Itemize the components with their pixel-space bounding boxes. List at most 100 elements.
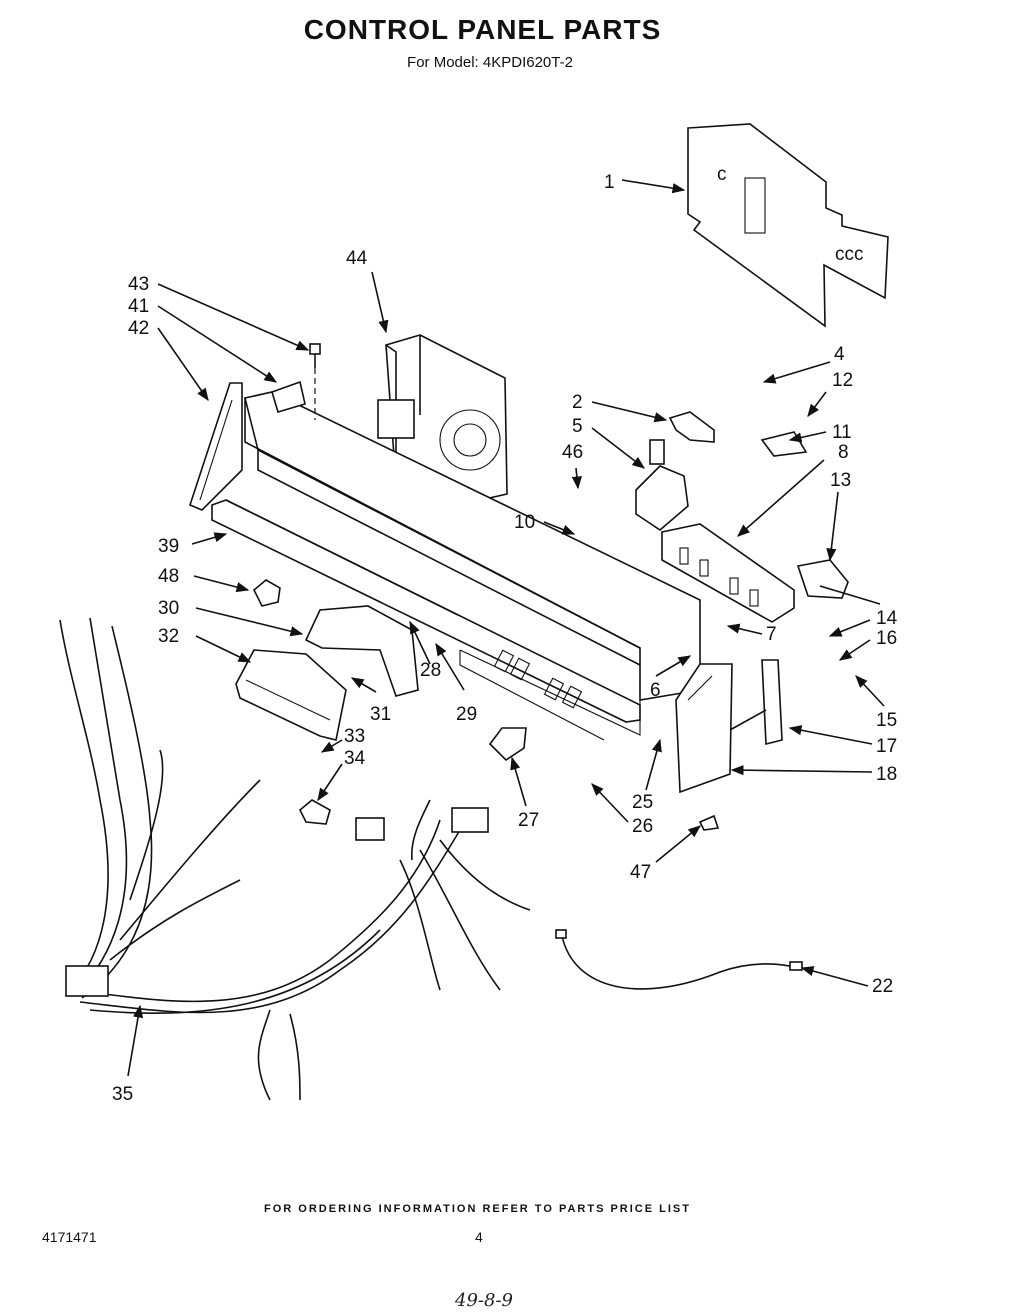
leader-18	[730, 765, 873, 776]
part-35-wiring-harness	[59, 617, 531, 1101]
callout-4: 4	[834, 344, 845, 365]
callout-35: 35	[112, 1084, 133, 1105]
callout-14: 14	[876, 608, 898, 629]
leader-42	[157, 327, 209, 402]
leader-44	[371, 271, 389, 334]
part-8-switch-housing	[661, 523, 795, 623]
part-42-left-end-cap	[189, 382, 243, 511]
leader-27	[510, 756, 527, 807]
callout-8: 8	[838, 442, 849, 463]
leader-15	[855, 675, 885, 707]
leader-34	[317, 763, 343, 802]
leader-5	[591, 427, 646, 469]
part-1-cover-plate: c ccc	[687, 123, 889, 328]
callout-13: 13	[830, 470, 851, 491]
callout-25: 25	[632, 792, 653, 813]
part-41-bracket	[271, 380, 306, 413]
callout-11: 11	[832, 422, 852, 443]
part-2-clip	[668, 411, 715, 443]
part-43-screw	[309, 343, 321, 420]
leader-43	[157, 283, 310, 351]
leader-2	[591, 401, 668, 423]
callout-31: 31	[370, 704, 391, 725]
leader-13	[826, 491, 839, 562]
leader-25	[645, 738, 662, 791]
part-47-clip	[698, 814, 720, 831]
part-30-arch-bracket	[304, 605, 419, 697]
callout-27: 27	[518, 810, 539, 831]
callout-43: 43	[128, 274, 149, 295]
page-number: 4	[475, 1229, 483, 1245]
callout-5: 5	[572, 416, 583, 437]
leader-28	[409, 620, 431, 665]
part-console-panel	[211, 391, 701, 741]
part-17-mounting-bracket	[729, 659, 783, 746]
part-22-wire	[555, 929, 803, 990]
leader-33	[320, 739, 343, 753]
callout-47: 47	[630, 862, 651, 883]
leader-17	[788, 725, 873, 745]
part-48-knob	[253, 579, 281, 607]
leader-32	[195, 635, 252, 663]
callout-30: 30	[158, 598, 179, 619]
leader-1	[621, 179, 686, 194]
callout-2: 2	[572, 392, 583, 413]
leader-7	[726, 623, 763, 635]
callout-42: 42	[128, 318, 149, 339]
leader-14	[828, 619, 871, 637]
leader-30	[195, 607, 304, 637]
callout-15: 15	[876, 710, 897, 731]
callout-18: 18	[876, 764, 897, 785]
leader-22	[800, 966, 869, 987]
part-5-connector	[635, 439, 689, 532]
callout-22: 22	[872, 976, 893, 997]
leader-lines	[127, 179, 885, 1077]
callout-48: 48	[158, 566, 179, 587]
callout-41: 41	[128, 296, 149, 317]
callout-7: 7	[766, 624, 777, 645]
callout-29: 29	[456, 704, 477, 725]
leader-47	[655, 825, 701, 863]
leader-48	[193, 575, 250, 593]
leader-4	[762, 361, 831, 384]
callout-10: 10	[514, 512, 535, 533]
handwritten-mark: 49-8-9	[455, 1290, 513, 1311]
callout-46: 46	[562, 442, 583, 463]
callout-44: 44	[346, 248, 368, 269]
model-subtitle: For Model: 4KPDI620T-2	[407, 54, 573, 71]
part-32-display-lens	[235, 649, 347, 741]
page-title: CONTROL PANEL PARTS	[303, 14, 662, 45]
leader-10	[543, 521, 576, 535]
leader-31	[350, 677, 377, 693]
callout-34: 34	[344, 748, 366, 769]
part-18-right-end-cap	[675, 663, 733, 794]
leader-41	[157, 305, 278, 383]
callout-labels: 1 2 4 5 6 7 8 10 11 12 13 14 15 16 17 18…	[112, 172, 898, 1105]
callout-6: 6	[650, 680, 661, 701]
part-34-clip	[299, 799, 331, 825]
callout-33: 33	[344, 726, 365, 747]
ordering-note: FOR ORDERING INFORMATION REFER TO PARTS …	[264, 1203, 691, 1215]
leader-29	[435, 642, 465, 691]
leader-6	[655, 655, 692, 677]
callout-1: 1	[604, 172, 615, 193]
part-27-button-cap	[488, 727, 527, 762]
part-11-small-bracket	[760, 431, 808, 457]
leader-46	[571, 467, 582, 490]
leader-8	[737, 459, 825, 537]
document-number: 4171471	[42, 1229, 97, 1245]
part-13-lever	[796, 559, 881, 605]
callout-12: 12	[832, 370, 853, 391]
leader-35	[127, 1004, 144, 1077]
leader-12	[807, 391, 827, 418]
svg-text:ccc: ccc	[835, 244, 864, 265]
callout-17: 17	[876, 736, 897, 757]
callout-39: 39	[158, 536, 179, 557]
leader-11	[788, 431, 827, 443]
callout-16: 16	[876, 628, 897, 649]
leader-16	[838, 639, 871, 661]
callout-28: 28	[420, 660, 441, 681]
svg-text:c: c	[717, 164, 727, 185]
leader-26	[591, 783, 629, 823]
